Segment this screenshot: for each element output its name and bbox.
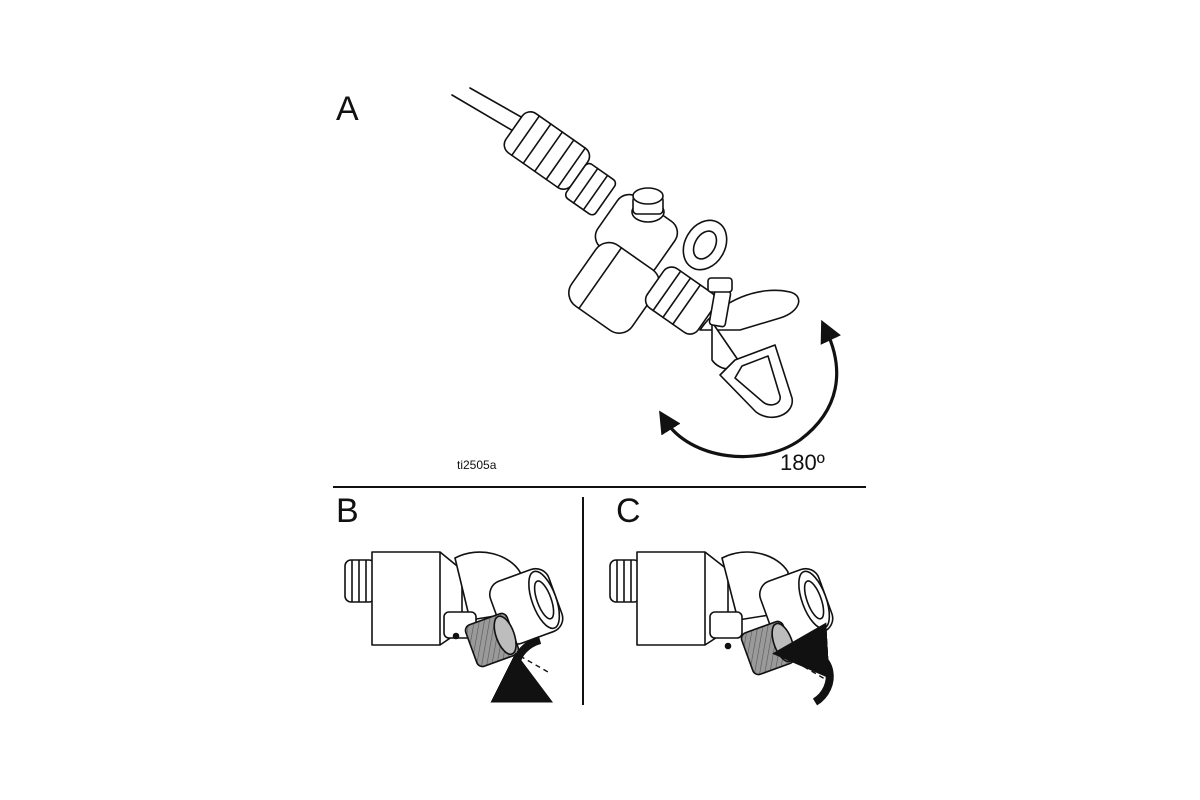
rotation-arrow-b xyxy=(490,636,554,703)
rotation-arrow-180 xyxy=(659,319,841,459)
rotation-arrow-c xyxy=(772,622,834,706)
spray-gun-illustration xyxy=(451,87,800,418)
tip-assembly-b xyxy=(344,551,564,668)
rotation-angle-label: 180º xyxy=(780,450,825,475)
panel-label-b: B xyxy=(336,492,359,530)
panel-label-a: A xyxy=(336,90,359,128)
figure-id-label: ti2505a xyxy=(457,458,497,472)
panel-label-c: C xyxy=(616,492,641,530)
tip-assembly-c xyxy=(609,551,834,676)
